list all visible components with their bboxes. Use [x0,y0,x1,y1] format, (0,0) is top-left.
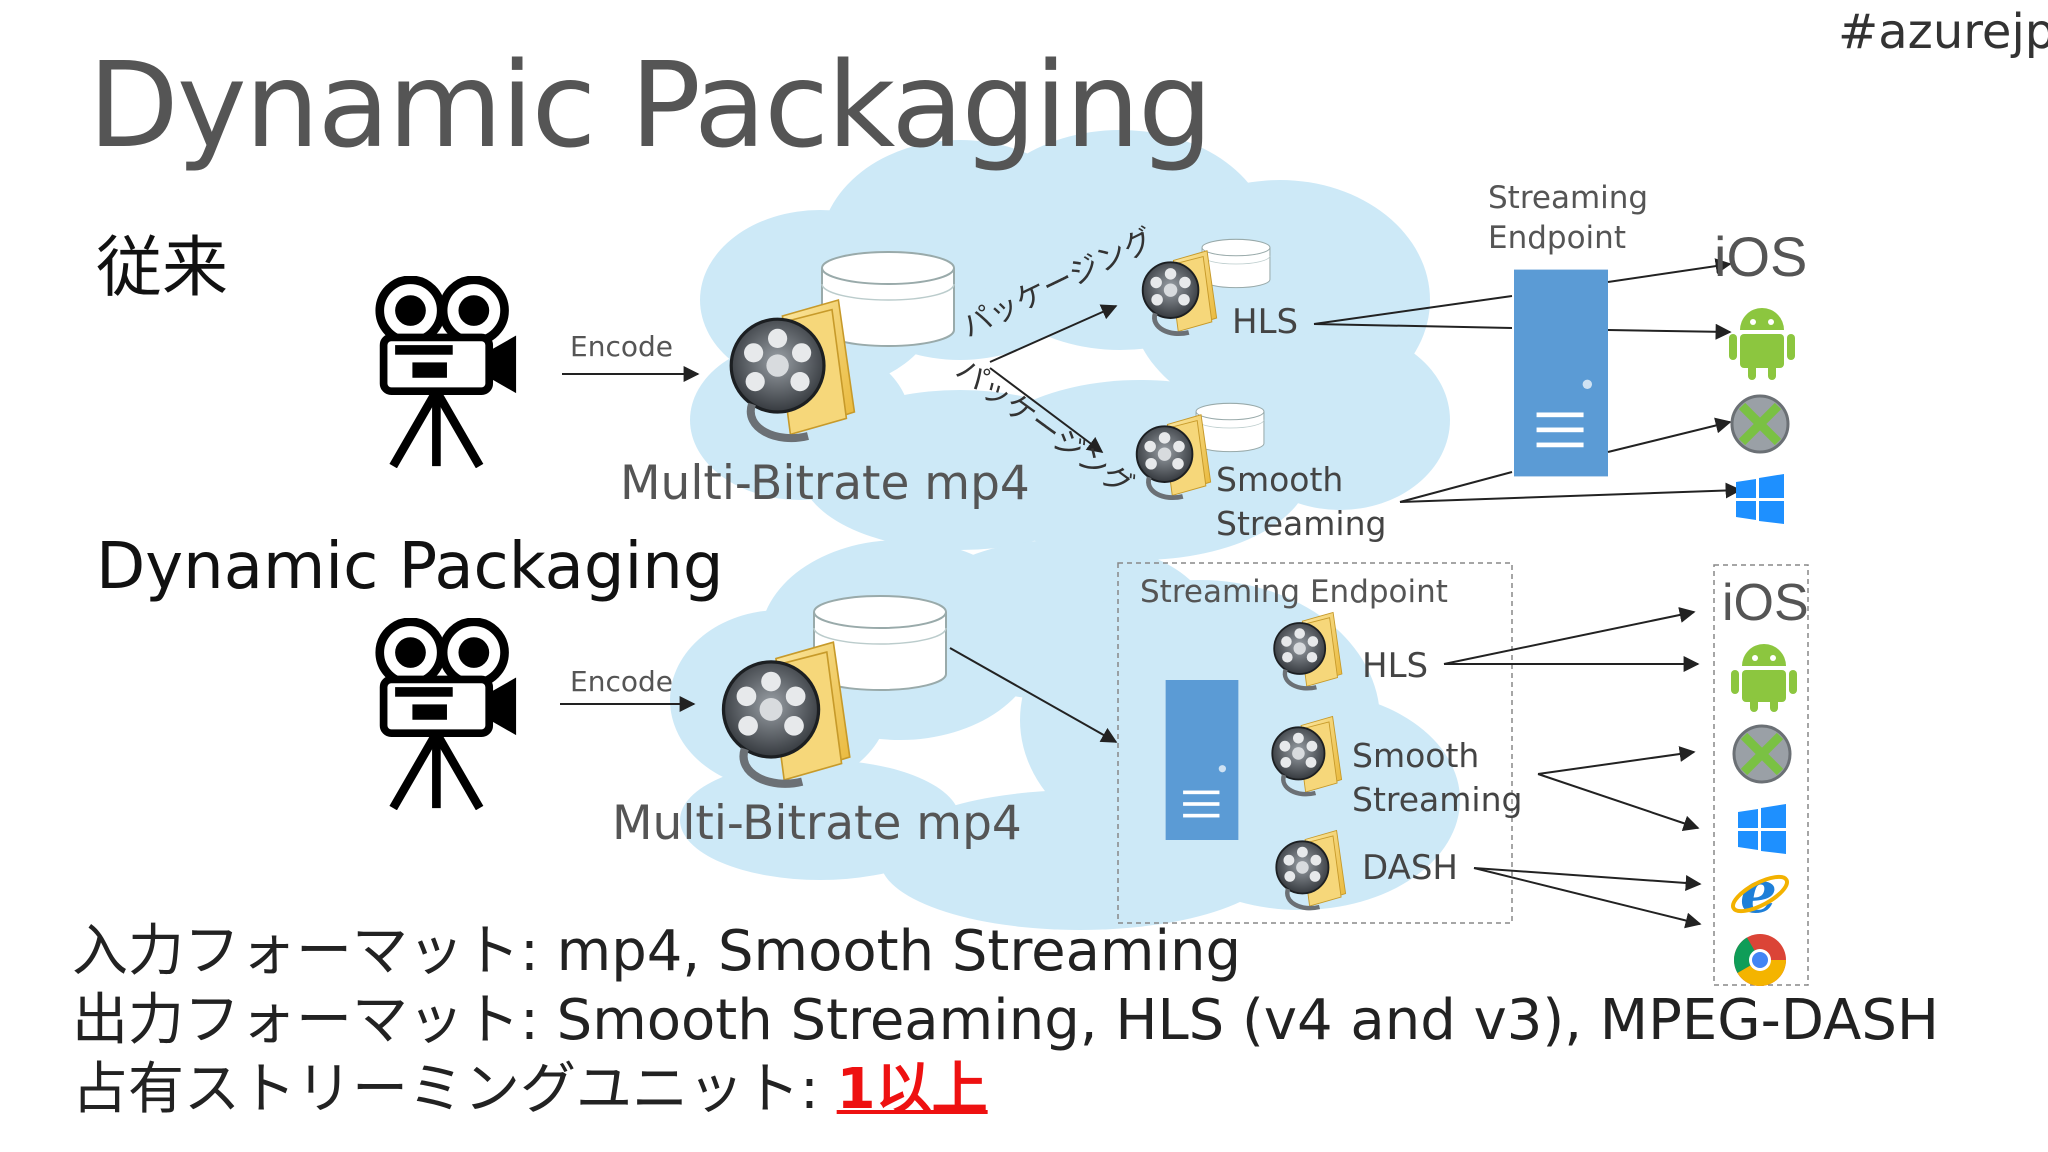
format-hls: HLS [1232,302,1299,342]
arrow-server-xbox [1607,417,1732,453]
encode-label: Encode [570,665,673,698]
streaming-endpoint-label: Streaming Endpoint [1488,178,1648,258]
ios-logo: iOS [1722,574,1809,632]
streaming-endpoint-box [1117,562,1513,924]
streaming-endpoint-line2: Endpoint [1488,220,1626,256]
arrow-package-hls [989,304,1118,363]
camera-icon [380,622,516,808]
line-hls-server [1313,323,1513,329]
format-dash: DASH [1362,848,1458,888]
arrow-dash-ie [1473,867,1702,891]
ie-icon: e [1731,858,1789,926]
cloud-top [690,130,1450,560]
arrow-asset-endpoint [949,647,1118,743]
arrow-hls-ios [1443,607,1696,665]
streaming-endpoint-label: Streaming Endpoint [1140,574,1448,610]
format-smooth-line2: Streaming [1352,780,1523,819]
format-smooth-line1: Smooth [1352,736,1480,775]
asset-label: Multi-Bitrate mp4 [620,456,1030,511]
svg-text:iOS: iOS [1722,574,1809,632]
windows-icon [1736,474,1784,524]
database-icon [1201,238,1271,289]
streaming-unit-label: 占有ストリーミングユニット: [72,1057,837,1122]
format-smooth: Smooth Streaming [1216,458,1386,546]
android-icon [1731,644,1797,712]
section-dynamic: Dynamic Packaging [96,530,724,604]
line-hls-server [1313,295,1513,325]
svg-text:iOS: iOS [1714,225,1807,288]
chrome-icon [1734,934,1786,986]
android-icon [1729,308,1795,380]
format-smooth-line2: Streaming [1216,504,1387,543]
output-format-line: 出力フォーマット: Smooth Streaming, HLS (v4 and … [72,988,1939,1053]
arrow-server-ios [1607,258,1732,283]
page-title: Dynamic Packaging [88,36,1213,174]
streaming-unit-value: 1以上 [836,1057,988,1122]
arrow-smooth-xbox [1537,746,1696,775]
line-smooth-windows [1399,482,1742,503]
streaming-unit-line: 占有ストリーミングユニット: 1以上 [72,1044,988,1125]
xbox-icon [1730,394,1790,454]
server-icon [1514,269,1608,477]
section-legacy: 従来 [96,229,228,306]
windows-icon [1738,804,1786,854]
input-format-line: 入力フォーマット: mp4, Smooth Streaming [72,919,1242,984]
format-hls: HLS [1362,646,1429,686]
hashtag: #azurejp [1838,4,2048,60]
line-smooth-server [1399,471,1513,503]
format-smooth-line1: Smooth [1216,460,1344,499]
streaming-endpoint-line1: Streaming [1488,180,1649,216]
server-icon [1165,680,1239,840]
arrow-dash-chrome [1473,867,1702,929]
database-icon [1195,402,1265,453]
arrow-smooth-windows [1537,773,1700,831]
ios-logo: iOS [1714,225,1807,288]
xbox-icon [1732,724,1792,784]
arrow-package-smooth [989,367,1104,453]
arrow-server-android [1607,323,1732,340]
asset-label: Multi-Bitrate mp4 [612,796,1022,851]
camera-icon [380,280,516,466]
encode-label: Encode [570,330,673,363]
format-smooth: Smooth Streaming [1352,734,1522,822]
